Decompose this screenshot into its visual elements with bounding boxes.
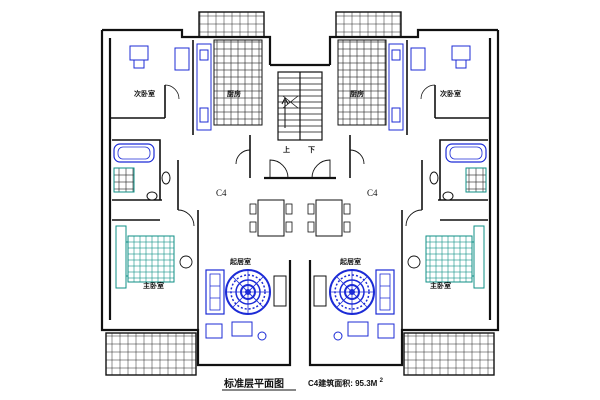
right-second-bedroom-label: 次卧室 <box>440 89 461 98</box>
right-bathroom <box>429 143 487 201</box>
left-living-room-label: 起居室 <box>229 257 251 266</box>
left-dining-table <box>249 199 293 237</box>
right-living-room-label: 起居室 <box>339 257 361 266</box>
right-dining-table <box>307 199 351 237</box>
core-doors <box>235 149 365 179</box>
right-master-bedroom-label: 主卧室 <box>430 281 451 290</box>
walls <box>100 28 500 367</box>
plan-area: C4建筑面积: 95.3M 2 <box>308 378 384 388</box>
right-kitchen-floor <box>337 39 387 126</box>
bottom-right-balcony <box>403 332 495 376</box>
left-living-sofa <box>205 269 225 315</box>
left-master-bedroom-label: 主卧室 <box>143 281 164 290</box>
plan-area-superscript: 2 <box>380 378 384 384</box>
stair-down-label: 下 <box>308 146 315 154</box>
plan-title: 标准层平面图 <box>223 377 284 390</box>
right-living-rug <box>329 269 375 315</box>
right-living-sofa <box>375 269 395 315</box>
stair <box>277 71 323 141</box>
plan-area-value: C4建筑面积: 95.3M <box>308 378 378 388</box>
stair-up-label: 上 <box>283 145 290 154</box>
left-kitchen-floor <box>213 39 263 126</box>
left-second-bedroom-label: 次卧室 <box>134 89 155 98</box>
right-kitchen-counter <box>388 43 404 131</box>
top-left-balcony <box>198 11 265 38</box>
right-kitchen-label: 厨房 <box>350 89 364 98</box>
right-second-bedroom-furniture <box>410 45 471 100</box>
bottom-left-balcony <box>105 332 197 376</box>
left-kitchen-label: 厨房 <box>227 89 241 98</box>
left-kitchen-counter <box>196 43 212 131</box>
right-unit-type-label: C4 <box>367 188 378 198</box>
left-second-bedroom-furniture <box>129 45 190 100</box>
left-bathroom <box>113 143 171 201</box>
left-unit-type-label: C4 <box>216 188 227 198</box>
left-living-rug <box>225 269 271 315</box>
bedroom-doors <box>177 209 423 269</box>
top-right-balcony <box>335 11 402 38</box>
